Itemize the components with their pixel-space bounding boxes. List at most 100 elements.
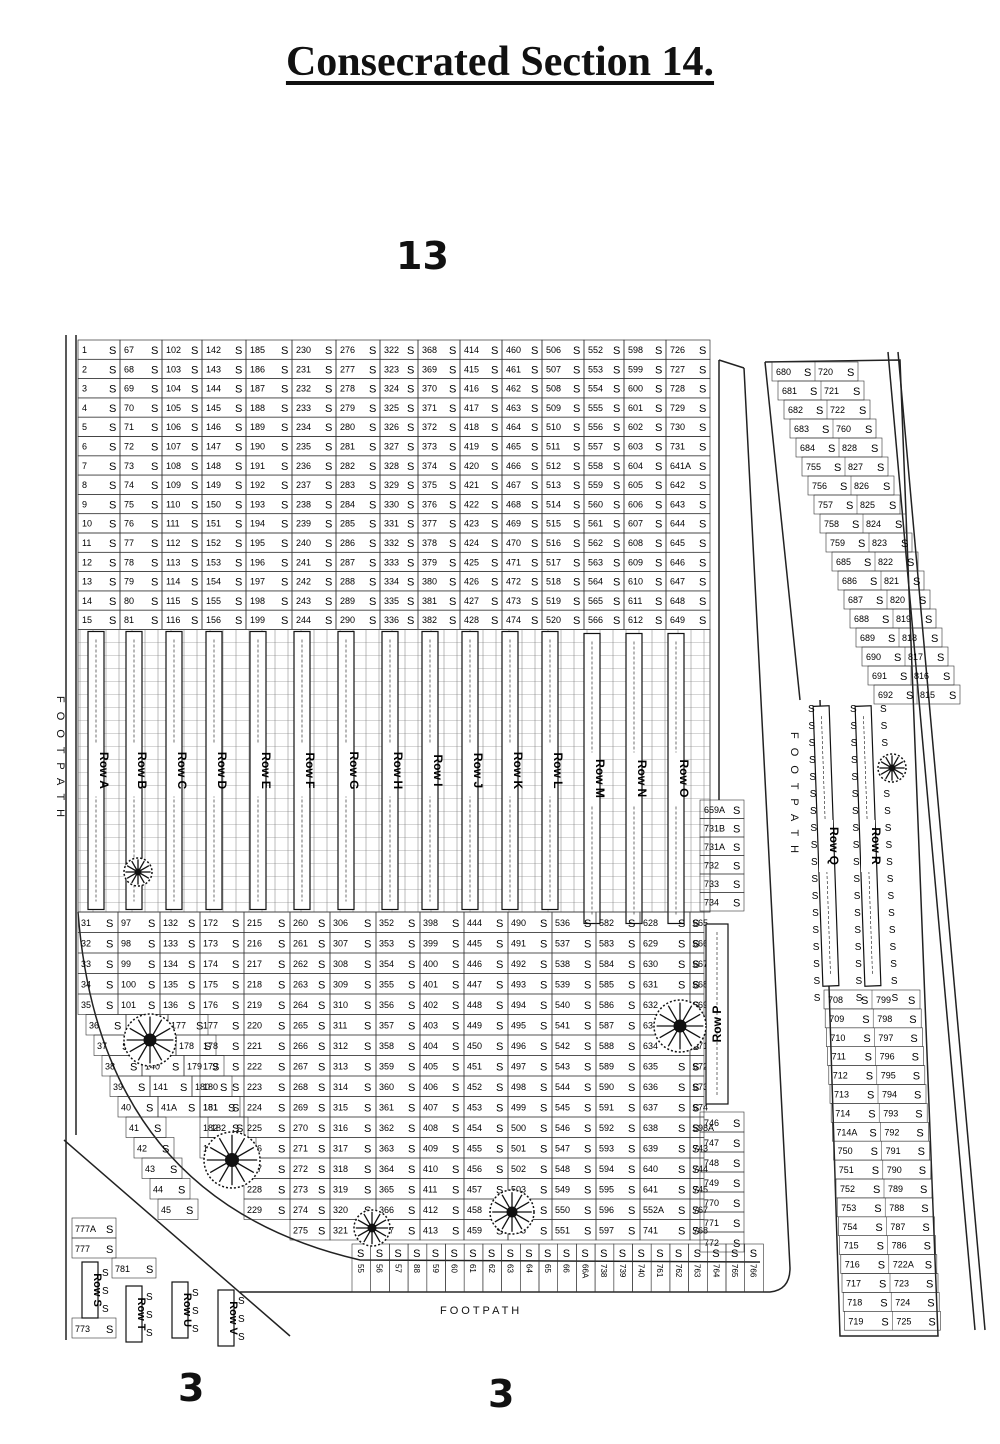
plot-marker: S [191, 384, 198, 396]
plot-marker: S [369, 519, 376, 531]
plot-marker: S [655, 384, 662, 396]
grave-number: 373 [422, 442, 437, 452]
grave-number: 748 [704, 1158, 719, 1168]
plot-marker: S [220, 1082, 227, 1094]
grave-number: 313 [333, 1062, 348, 1072]
grave-plot-cell [335, 397, 381, 418]
grave-plot-cell [507, 1014, 553, 1036]
grave-number: 472 [506, 577, 521, 587]
plot-marker: S [655, 422, 662, 434]
grave-plot-cell [501, 358, 543, 379]
grave-plot-cell [329, 911, 377, 933]
grave-plot-cell [335, 609, 381, 630]
grave-plot-cell [583, 571, 625, 592]
plot-marker: S [812, 908, 819, 919]
grave-plot-cell [459, 436, 503, 457]
plot-marker: S [678, 1185, 685, 1197]
grave-plot-cell [119, 494, 163, 515]
plot-marker: S [449, 384, 456, 396]
plot-marker: S [540, 1164, 547, 1176]
grave-number: 590 [599, 1082, 614, 1092]
grave-number: 374 [422, 461, 437, 471]
grave-number: 771 [704, 1218, 719, 1228]
grave-plot-cell [375, 952, 421, 974]
grave-number: 59 [431, 1264, 440, 1273]
grave-plot-cell [379, 339, 419, 360]
plot-marker: S [883, 481, 890, 493]
grave-number: 331 [384, 519, 399, 529]
grave-plot-cell [329, 1137, 377, 1159]
grave-number: 741 [643, 1226, 658, 1236]
plot-marker: S [881, 721, 888, 732]
row-label: Row P [710, 1006, 724, 1043]
grave-plot-cell [541, 455, 585, 476]
grave-plot-cell [119, 551, 163, 572]
grave-number: 822 [878, 557, 893, 567]
plot-marker: S [733, 861, 740, 873]
plot-marker: S [531, 538, 538, 550]
plot-marker: S [915, 1108, 922, 1120]
plot-marker: S [452, 1144, 459, 1156]
grave-number: 402 [423, 1000, 438, 1010]
grave-plot-cell [419, 932, 465, 954]
grave-number: 826 [854, 481, 869, 491]
grave-number: 682 [788, 405, 803, 415]
plot-marker: S [909, 1014, 916, 1026]
plot-marker: S [106, 1324, 113, 1336]
plot-marker: S [191, 422, 198, 434]
grave-number: 494 [511, 1000, 526, 1010]
grave-number: 465 [506, 442, 521, 452]
plot-marker: S [655, 345, 662, 357]
grave-plot-cell [291, 571, 337, 592]
grave-number: 288 [340, 577, 355, 587]
grave-number: 235 [296, 442, 311, 452]
plot-marker: S [151, 519, 158, 531]
grave-plot-cell [501, 436, 543, 457]
plot-marker: S [281, 364, 288, 376]
grave-number: 515 [546, 519, 561, 529]
plot-marker: S [531, 519, 538, 531]
grave-plot-cell [459, 590, 503, 611]
grave-number: 310 [333, 1000, 348, 1010]
plot-marker: S [146, 1310, 153, 1321]
row-bar [541, 630, 559, 911]
grave-plot-cell [289, 1034, 331, 1056]
grave-plot-cell [77, 952, 119, 974]
plot-marker: S [281, 499, 288, 511]
grave-number: 560 [588, 499, 603, 509]
grave-number: 634 [643, 1041, 658, 1051]
grave-number: 519 [546, 596, 561, 606]
plot-marker: S [692, 1205, 699, 1217]
grave-plot-cell [245, 532, 293, 553]
plot-marker: S [357, 1248, 364, 1260]
grave-plot-cell [541, 397, 585, 418]
plot-marker: S [613, 538, 620, 550]
grave-number: 727 [670, 364, 685, 374]
grave-plot-cell [245, 436, 293, 457]
grave-plot-cell [419, 1219, 465, 1241]
grave-plot-cell [417, 590, 461, 611]
plot-marker: S [584, 1185, 591, 1197]
plot-marker: S [584, 1103, 591, 1115]
grave-number: 66A [580, 1264, 589, 1279]
grave-number: 371 [422, 403, 437, 413]
grave-number: 307 [333, 939, 348, 949]
grave-plot-cell [583, 513, 625, 534]
grave-number: 177 [171, 1021, 186, 1031]
plot-marker: S [235, 480, 242, 492]
plot-marker: S [325, 519, 332, 531]
grave-number: 514 [546, 499, 561, 509]
grave-plot-cell [463, 1116, 509, 1138]
grave-plot-cell [725, 1243, 746, 1293]
plot-marker: S [232, 918, 239, 930]
grave-plot-cell [801, 456, 889, 477]
grave-plot-cell [541, 416, 585, 437]
plot-marker: S [733, 898, 740, 910]
grave-number: 421 [464, 480, 479, 490]
grave-plot-cell [329, 1157, 377, 1179]
grave-plot-cell [161, 358, 203, 379]
plot-marker: S [452, 1082, 459, 1094]
grave-plot-cell [119, 590, 163, 611]
grave-number: 762 [674, 1264, 683, 1278]
